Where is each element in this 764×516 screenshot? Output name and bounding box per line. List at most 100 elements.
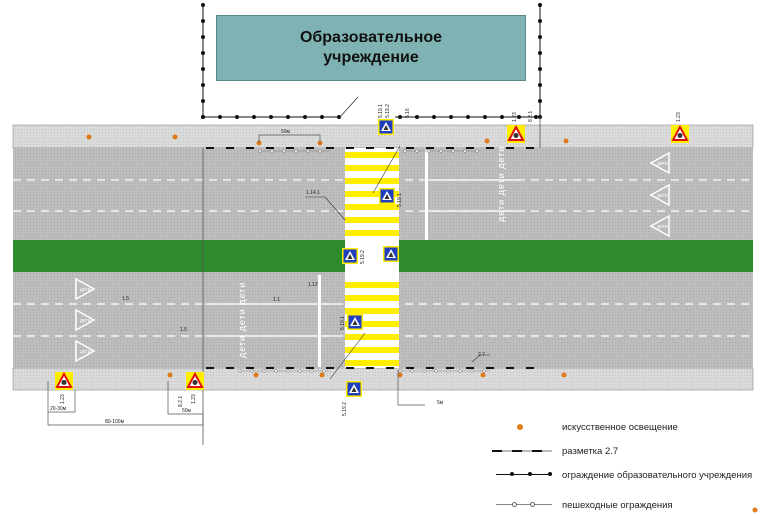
pedestrian-crossing-sign-top xyxy=(378,119,394,135)
school-fence-line-icon xyxy=(496,474,552,475)
building-label-line1: Образовательное xyxy=(299,29,443,46)
children-sign-bottom2 xyxy=(185,371,205,391)
marking-2-7-dash xyxy=(366,367,374,369)
building-label-line2: учреждение xyxy=(323,49,419,66)
road-text-top: дети дети дети xyxy=(496,145,506,222)
fence-post xyxy=(201,51,205,55)
pedestrian-fence-post xyxy=(446,369,450,373)
pedestrian-fence-post xyxy=(439,149,443,153)
lamp-icon xyxy=(167,372,173,378)
label-5-19-1-bottom: 5.19.1 xyxy=(340,316,346,330)
marking-2-7-dash xyxy=(286,147,294,149)
pedestrian-fence-post xyxy=(318,149,322,153)
crosswalk-stripe xyxy=(345,191,399,197)
marking-2-7-dash xyxy=(506,147,514,149)
lamp-icon xyxy=(517,424,523,430)
label-2-7: 2.7 xyxy=(478,352,485,358)
pedestrian-fence-post xyxy=(458,369,462,373)
zone-boundaries xyxy=(202,117,541,445)
marking-2-7-dash xyxy=(286,367,294,369)
pedestrian-crossing-sign-bottom xyxy=(346,381,362,397)
marking-2-7-dash xyxy=(226,367,234,369)
dim-20-30m: 20-30м xyxy=(50,406,67,412)
dim-5m: 5м xyxy=(437,400,444,406)
label-1-5-b: 1.5 xyxy=(180,327,187,333)
label-5-19-1-top: 5.19.1 xyxy=(378,104,384,118)
label-1-5-a: 1.5 xyxy=(122,296,129,302)
dim-80-100m: 80-100м xyxy=(105,419,125,425)
lamp-icon xyxy=(86,134,92,140)
fence-post xyxy=(269,115,273,119)
crosswalk-stripe xyxy=(345,308,399,314)
pedestrian-fence-post xyxy=(427,149,431,153)
label-8-2-1-top: 8.2.1 xyxy=(528,110,534,122)
marking-2-7-dash xyxy=(266,367,274,369)
label-1-23-bottom1: 1.23 xyxy=(60,394,66,404)
pedestrian-fence-post xyxy=(398,369,402,373)
fence-post xyxy=(415,115,419,119)
legend-item-lighting: искусственное освещение xyxy=(490,419,678,435)
pedestrian-fence-post xyxy=(482,369,486,373)
crosswalk-stripe xyxy=(345,217,399,223)
pedestrian-fence-post xyxy=(463,149,467,153)
marking-2-7-dash xyxy=(226,147,234,149)
pedestrian-fence-post xyxy=(310,369,314,373)
fence-post xyxy=(538,99,542,103)
label-1-1: 1.1 xyxy=(273,297,280,303)
marking-2-7-dash xyxy=(526,147,534,149)
marking-2-7 xyxy=(206,147,534,369)
marking-2-7-dash xyxy=(246,367,254,369)
marking-2-7-dash xyxy=(326,367,334,369)
pedestrian-fence-post xyxy=(434,369,438,373)
fence-post xyxy=(449,115,453,119)
fence-post xyxy=(466,115,470,119)
pedestrian-fence-post xyxy=(238,369,242,373)
marking-2-7-dash xyxy=(526,367,534,369)
pedestrian-fence-post xyxy=(422,369,426,373)
marking-2-7-dash xyxy=(406,147,414,149)
crosswalk-stripe xyxy=(345,230,399,236)
fence-post xyxy=(538,83,542,87)
lamp-icon xyxy=(480,372,486,378)
sidewalk-bottom xyxy=(12,367,754,391)
fence-post xyxy=(483,115,487,119)
fence-post xyxy=(538,3,542,7)
pedestrian-fence-post xyxy=(410,369,414,373)
fence-post xyxy=(201,115,205,119)
crosswalk-stripe xyxy=(345,321,399,327)
label-1-23-top1: 1.23 xyxy=(512,112,518,122)
marking-2-7-dash xyxy=(426,367,434,369)
fence-post xyxy=(235,115,239,119)
road-text-bottom: дети дети дети xyxy=(237,281,247,358)
pedestrian-fence-post xyxy=(298,369,302,373)
label-1-23-bottom2: 1.23 xyxy=(191,394,197,404)
crosswalk-stripe xyxy=(345,152,399,158)
fence-post xyxy=(500,115,504,119)
fence-post xyxy=(201,83,205,87)
marking-2-7-dash xyxy=(366,147,374,149)
fence-post xyxy=(201,99,205,103)
marking-2-7-dash xyxy=(486,367,494,369)
pedestrian-fences xyxy=(238,149,490,373)
pedestrian-fence-post xyxy=(262,369,266,373)
label-1-14-1: 1.14.1 xyxy=(306,190,320,196)
pedestrian-fence-post xyxy=(403,149,407,153)
crosswalk-stripe xyxy=(345,360,399,366)
lamp-icon xyxy=(563,138,569,144)
fence-post xyxy=(538,51,542,55)
lamp-icon xyxy=(172,134,178,140)
label-5-19-2-bottom: 5.19.2 xyxy=(342,402,348,416)
pedestrian-fence-post xyxy=(286,369,290,373)
pedestrian-fence-post xyxy=(415,149,419,153)
pedestrian-fence-line-icon xyxy=(496,504,552,505)
fence-post xyxy=(517,115,521,119)
pedestrian-crossing-sign-mid1 xyxy=(379,188,395,204)
crosswalk-stripe xyxy=(345,165,399,171)
lamp-icon xyxy=(397,372,403,378)
fence-post xyxy=(252,115,256,119)
legend-item-school-fence: ограждение образовательного учреждения xyxy=(490,467,752,483)
pedestrian-fence-post xyxy=(294,149,298,153)
marking-2-7-dash xyxy=(446,147,454,149)
school-gate-pointer xyxy=(339,96,359,118)
